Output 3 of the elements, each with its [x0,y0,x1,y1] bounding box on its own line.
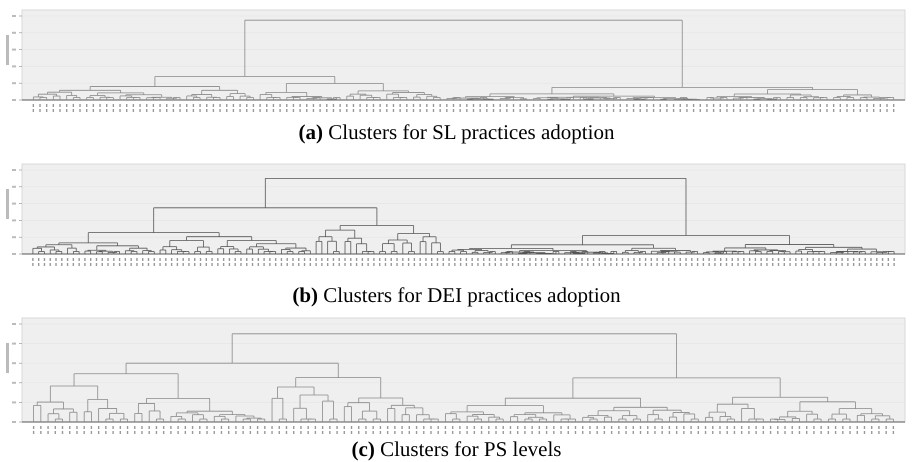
figure-caption: (a) Clusters for SL practices adoption [298,120,614,144]
figure-caption: (b) Clusters for DEI practices adoption [292,283,621,307]
figure-caption: (c) Clusters for PS levels [352,437,562,461]
